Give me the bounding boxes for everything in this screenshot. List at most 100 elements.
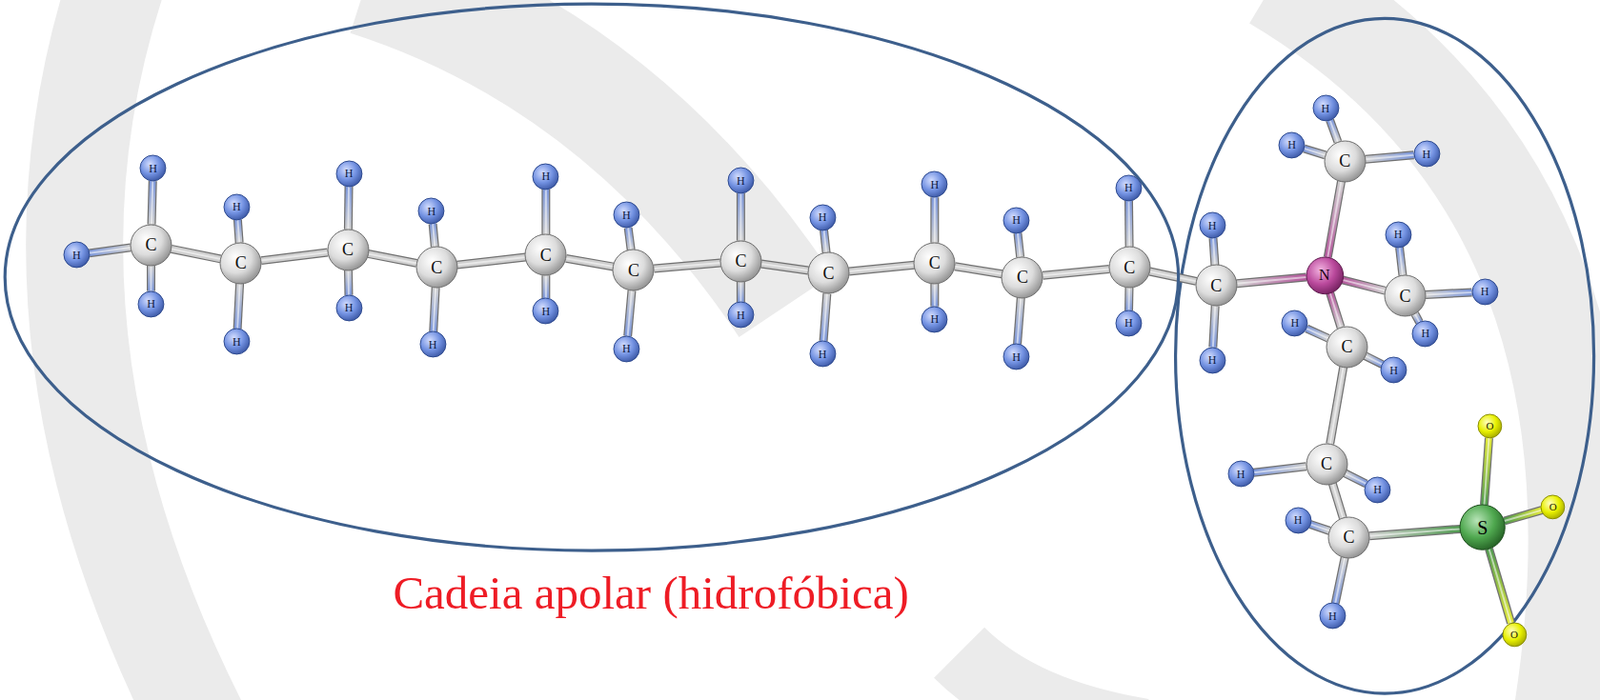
bond-line (1415, 313, 1420, 323)
bond-line (1489, 548, 1512, 624)
atom-sphere: H (1114, 309, 1143, 338)
atom-sphere: H (1227, 460, 1256, 488)
bond-outline (1489, 548, 1512, 624)
bond-outline (627, 290, 632, 337)
bond-highlight (545, 189, 547, 236)
bond-highlight (1365, 155, 1415, 160)
atom-symbol: H (1287, 139, 1297, 151)
atom-circle (1285, 507, 1312, 534)
chain-ellipse (4, 3, 1178, 551)
bond-body (151, 181, 153, 224)
bond-body (89, 247, 132, 254)
atom-symbol: H (818, 348, 828, 361)
bond-highlight (1342, 280, 1386, 291)
bond-outline (1327, 181, 1341, 258)
bond-line (933, 283, 935, 307)
bond-highlight (1335, 557, 1345, 604)
bond-highlight (1128, 287, 1131, 311)
bond-outline (89, 247, 132, 254)
atom-symbol: H (622, 343, 631, 355)
bond-body (954, 266, 1003, 275)
bond-outline (930, 283, 939, 307)
bond-body (344, 270, 352, 296)
bond-outline (1017, 233, 1021, 258)
atom-symbol: H (1373, 484, 1382, 496)
atom-sphere: C (1383, 274, 1427, 318)
atom-sphere: H (62, 241, 91, 269)
bond-line (1342, 280, 1386, 291)
bond-outline (824, 229, 828, 253)
atom-sphere: H (1312, 94, 1340, 122)
bond-highlight (824, 229, 828, 253)
bond-body (849, 264, 915, 272)
atom-sphere: H (727, 166, 755, 195)
region-ellipse: Cadeia apolar (hidrofóbica)HHCHHCHHCHHCH… (1, 1, 1186, 646)
atom-circle (327, 229, 369, 271)
atom-circle (1003, 344, 1030, 370)
atom-sphere: H (417, 197, 446, 225)
atom-symbol: C (1398, 287, 1411, 305)
bond-outline (1017, 298, 1022, 345)
atom-sphere: H (612, 335, 641, 364)
atom-sphere: O (1501, 622, 1528, 649)
bond-body (1306, 328, 1329, 339)
atom-sphere: C (611, 248, 655, 292)
bond-line (740, 193, 742, 242)
atom-circle (336, 295, 363, 322)
watermark-arc (959, 652, 1144, 700)
atom-symbol: C (1016, 268, 1029, 286)
atom-symbol: C (1340, 338, 1353, 356)
atom-circle (1412, 321, 1438, 347)
bond-body (237, 283, 240, 330)
atom-circle (1540, 495, 1565, 520)
bond-outline (237, 283, 240, 330)
bond-body (433, 287, 436, 333)
bond-body (1125, 200, 1133, 247)
bond-outline (151, 181, 153, 224)
atom-sphere: H (531, 297, 560, 325)
atom-symbol: C (235, 254, 247, 272)
atom-circle (810, 341, 836, 367)
bond-body (627, 227, 631, 250)
bond-body (931, 197, 939, 244)
bond-body (147, 264, 155, 291)
atom-symbol: H (232, 336, 242, 348)
bond-line (261, 252, 328, 262)
atom-symbol: H (1012, 351, 1021, 364)
atom-circle (808, 252, 850, 294)
atom-circle (336, 161, 363, 187)
bond-outline (1149, 271, 1196, 282)
bond-line (823, 293, 828, 342)
bond-body (1330, 293, 1341, 328)
bond-highlight (566, 258, 614, 267)
atom-circle (418, 198, 445, 224)
atom-sphere: H (1384, 221, 1413, 249)
bond-highlight (347, 270, 350, 296)
bond-line (545, 275, 547, 299)
atom-symbol: C (540, 246, 552, 264)
bond-body (1342, 280, 1386, 291)
bond-highlight (237, 220, 240, 244)
atom-symbol: C (1210, 277, 1222, 295)
atom-sphere: H (419, 330, 447, 359)
atom-sphere: N (1305, 256, 1345, 296)
bond-highlight (1127, 200, 1131, 247)
bond-body (1236, 277, 1307, 284)
bond-outline (433, 287, 436, 333)
atom-circle (532, 163, 559, 190)
bond-line (151, 181, 153, 224)
bond-line (1017, 298, 1022, 345)
bond-body (543, 189, 550, 236)
atom-symbol: C (627, 262, 640, 280)
bond-body (1125, 287, 1133, 311)
atom-sphere: C (1325, 325, 1369, 369)
bond-outline (823, 293, 828, 342)
atom-circle (416, 246, 458, 288)
atom-symbol: H (736, 309, 746, 322)
bond-highlight (346, 185, 350, 229)
atom-circle (1278, 132, 1305, 159)
bond-line (1365, 356, 1383, 365)
bond-outline (1330, 120, 1338, 142)
bond-line (1017, 233, 1021, 258)
atom-sphere: S (1458, 504, 1506, 551)
